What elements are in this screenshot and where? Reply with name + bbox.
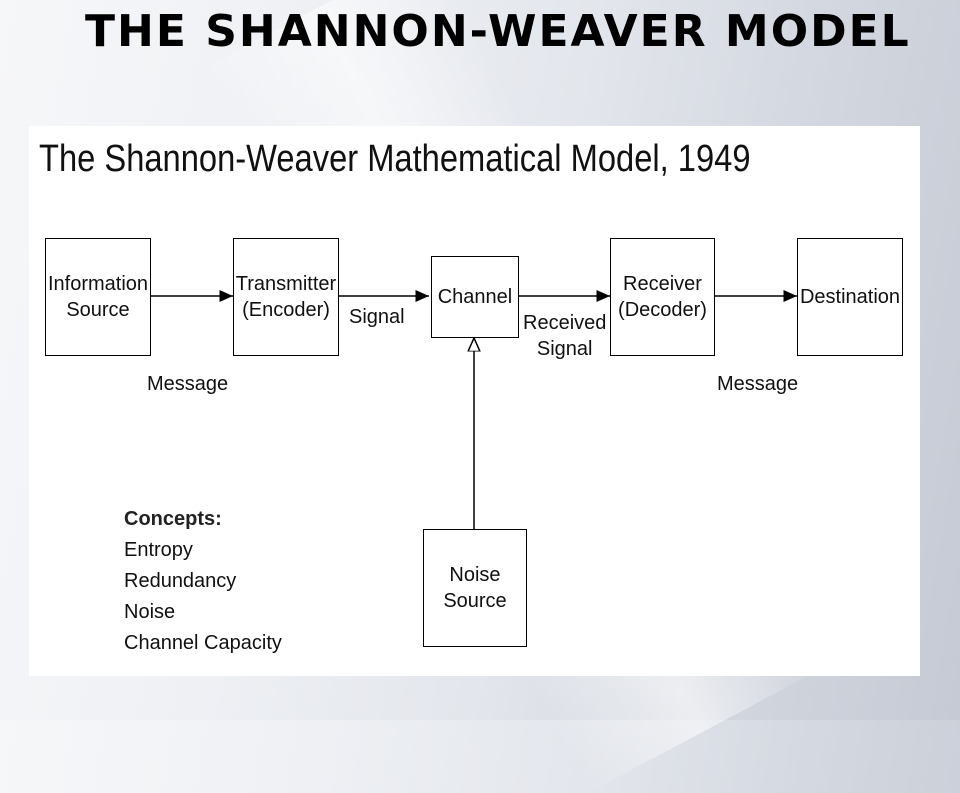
concepts-heading: Concepts: [124, 508, 222, 530]
receiver-line1: Receiver [623, 273, 702, 295]
concept-item: Entropy [124, 539, 193, 561]
channel-label: Channel [437, 286, 513, 308]
diagram-arrows [151, 290, 797, 529]
concept-item: Redundancy [124, 570, 237, 592]
diagram-panel: The Shannon-Weaver Mathematical Model, 1… [29, 126, 920, 676]
message-label-left: Message [147, 373, 229, 395]
information-source-line2: Source [66, 299, 130, 321]
concept-item: Channel Capacity [124, 632, 282, 654]
destination-label: Destination [799, 286, 901, 308]
information-source-line1: Information [47, 273, 149, 295]
diagram-title: The Shannon-Weaver Mathematical Model, 1… [39, 138, 751, 180]
transmitter-box: Transmitter (Encoder) [233, 238, 339, 356]
received-signal-label: Received Signal [523, 310, 606, 362]
noise-source-line2: Source [443, 590, 507, 612]
receiver-box: Receiver (Decoder) [610, 238, 715, 356]
noise-source-box: Noise Source [423, 529, 527, 647]
information-source-box: Information Source [45, 238, 151, 356]
destination-box: Destination [797, 238, 903, 356]
noise-source-line1: Noise [449, 564, 501, 586]
concept-item: Noise [124, 601, 176, 623]
transmitter-line2: (Encoder) [242, 299, 330, 321]
received-signal-line1: Received [523, 312, 607, 334]
signal-label: Signal [349, 306, 405, 328]
message-label-right: Message [717, 373, 799, 395]
channel-box: Channel [431, 256, 519, 338]
slide-title: The Shannon-Weaver Model [85, 6, 911, 57]
transmitter-line1: Transmitter [235, 273, 337, 295]
concepts-list: Concepts: Entropy Redundancy Noise Chann… [124, 504, 282, 659]
received-signal-line2: Signal [536, 338, 593, 360]
receiver-line2: (Decoder) [618, 299, 707, 321]
